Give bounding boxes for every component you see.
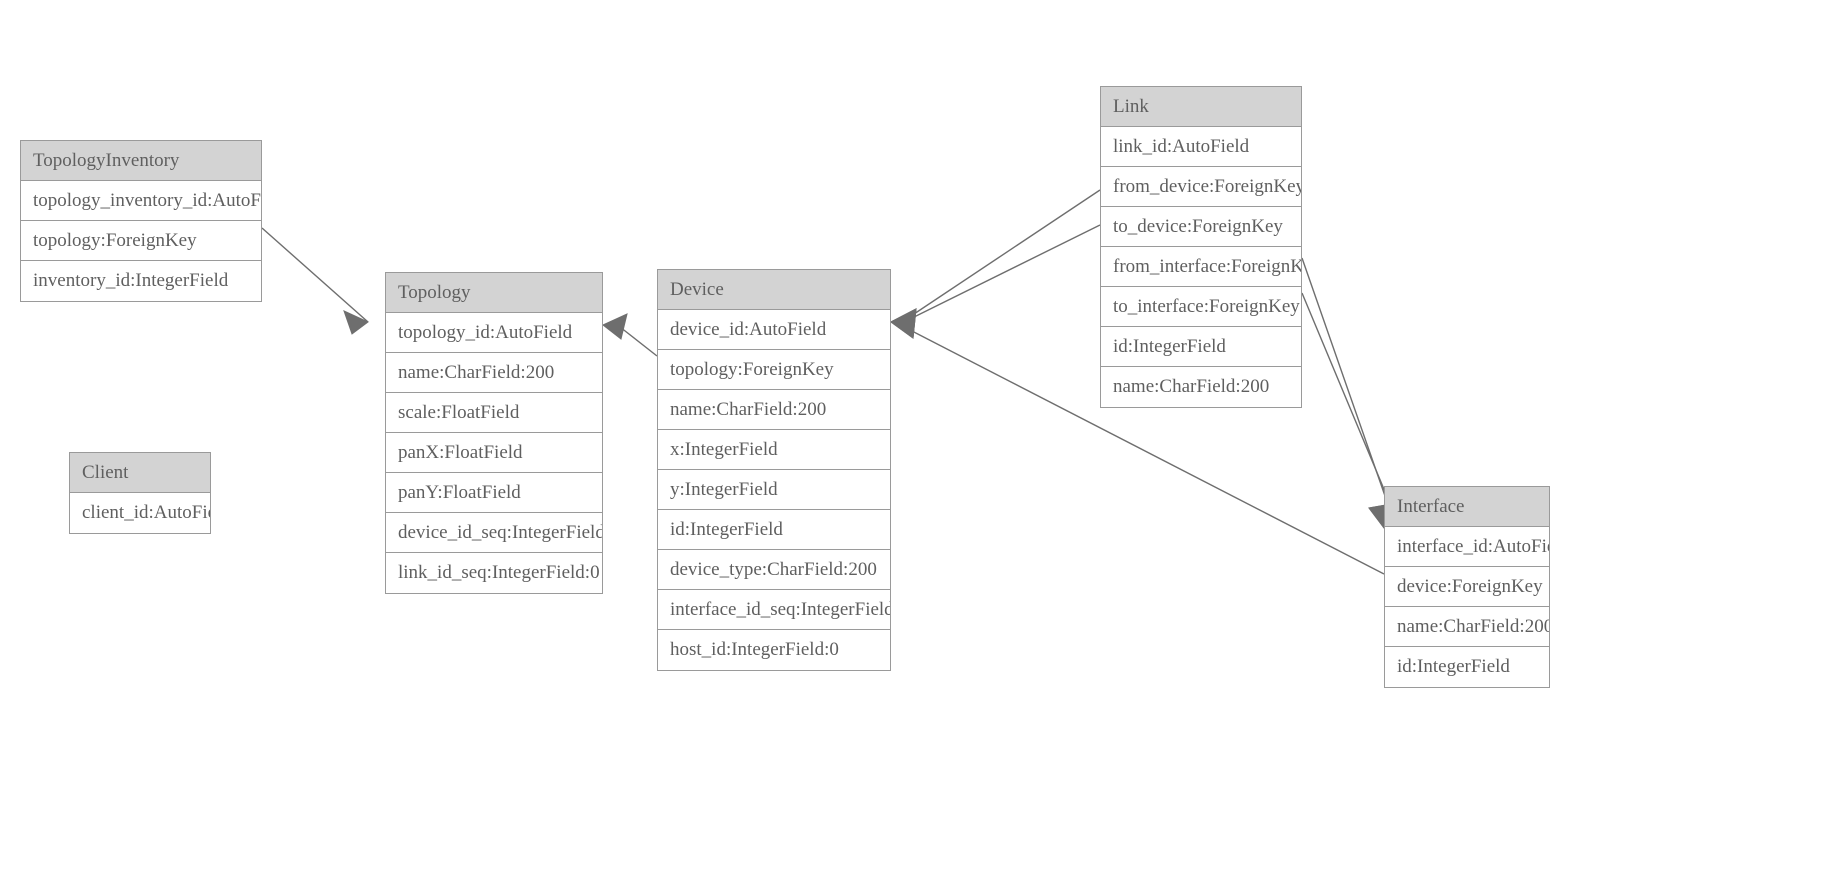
arrowhead-icon-device-topology — [602, 313, 628, 340]
entity-title-link: Link — [1101, 87, 1301, 127]
field-row[interactable]: to_device:ForeignKey — [1101, 207, 1301, 247]
field-row[interactable]: interface_id:AutoField — [1385, 527, 1549, 567]
field-row[interactable]: device_id:AutoField — [658, 310, 890, 350]
field-row[interactable]: from_interface:ForeignKey — [1101, 247, 1301, 287]
field-row[interactable]: name:CharField:200 — [1113, 376, 1270, 397]
field-row[interactable]: name:CharField:200 — [658, 390, 890, 430]
field-row[interactable]: topology_inventory_id:AutoField — [21, 181, 261, 221]
field-row[interactable]: panY:FloatField — [386, 473, 602, 513]
entity-title-interface: Interface — [1385, 487, 1549, 527]
field-row[interactable]: id:IntegerField — [1397, 656, 1510, 677]
entity-title-device: Device — [658, 270, 890, 310]
arrowhead-icon-link-to-device — [890, 308, 917, 339]
relationship-line-device-topology — [619, 326, 658, 357]
field-row[interactable]: device_id_seq:IntegerField:0 — [386, 513, 602, 553]
field-row[interactable]: link_id_seq:IntegerField:0 — [398, 562, 600, 583]
entity-title-topology_inventory: TopologyInventory — [21, 141, 261, 181]
field-row[interactable]: to_interface:ForeignKey — [1101, 287, 1301, 327]
field-row[interactable]: device:ForeignKey — [1385, 567, 1549, 607]
relationship-line-link-from-interface — [1301, 257, 1393, 517]
field-row[interactable]: panX:FloatField — [386, 433, 602, 473]
field-row[interactable]: device_type:CharField:200 — [658, 550, 890, 590]
field-row[interactable]: link_id:AutoField — [1101, 127, 1301, 167]
field-row[interactable]: scale:FloatField — [386, 393, 602, 433]
field-row[interactable]: topology:ForeignKey — [658, 350, 890, 390]
field-row[interactable]: inventory_id:IntegerField — [33, 270, 229, 291]
entity-title-client: Client — [70, 453, 210, 493]
entity-fields-client: client_id:AutoField — [70, 493, 210, 533]
entity-title-topology: Topology — [386, 273, 602, 313]
field-row[interactable]: x:IntegerField — [658, 430, 890, 470]
entity-interface[interactable]: Interfaceinterface_id:AutoFielddevice:Fo… — [1384, 486, 1550, 688]
relationship-line-link-from-device — [907, 189, 1101, 319]
field-row[interactable]: id:IntegerField — [658, 510, 890, 550]
entity-client[interactable]: Client client_id:AutoField — [69, 452, 211, 534]
field-row[interactable]: topology:ForeignKey — [21, 221, 261, 261]
relationship-line-topologyinventory-topology — [261, 227, 369, 323]
field-row[interactable]: topology_id:AutoField — [386, 313, 602, 353]
field-row[interactable]: client_id:AutoField — [82, 502, 210, 523]
relationship-line-link-to-interface — [1301, 292, 1397, 519]
entity-fields-topology_inventory: topology_inventory_id:AutoFieldtopology:… — [21, 181, 261, 301]
field-row[interactable]: from_device:ForeignKey — [1101, 167, 1301, 207]
arrowhead-icon-interface-device — [890, 308, 917, 339]
arrowhead-icon-link-from-device — [890, 308, 917, 339]
field-row[interactable]: y:IntegerField — [658, 470, 890, 510]
entity-fields-interface: interface_id:AutoFielddevice:ForeignKeyn… — [1385, 527, 1549, 687]
field-row[interactable]: interface_id_seq:IntegerField:0 — [658, 590, 890, 630]
arrowhead-icon-topologyinventory-topology — [343, 310, 369, 335]
field-row[interactable]: id:IntegerField — [1101, 327, 1301, 367]
field-row[interactable]: host_id:IntegerField:0 — [670, 639, 839, 660]
field-row[interactable]: name:CharField:200 — [386, 353, 602, 393]
relationship-line-link-to-device — [907, 224, 1101, 321]
field-row[interactable]: name:CharField:200 — [1385, 607, 1549, 647]
